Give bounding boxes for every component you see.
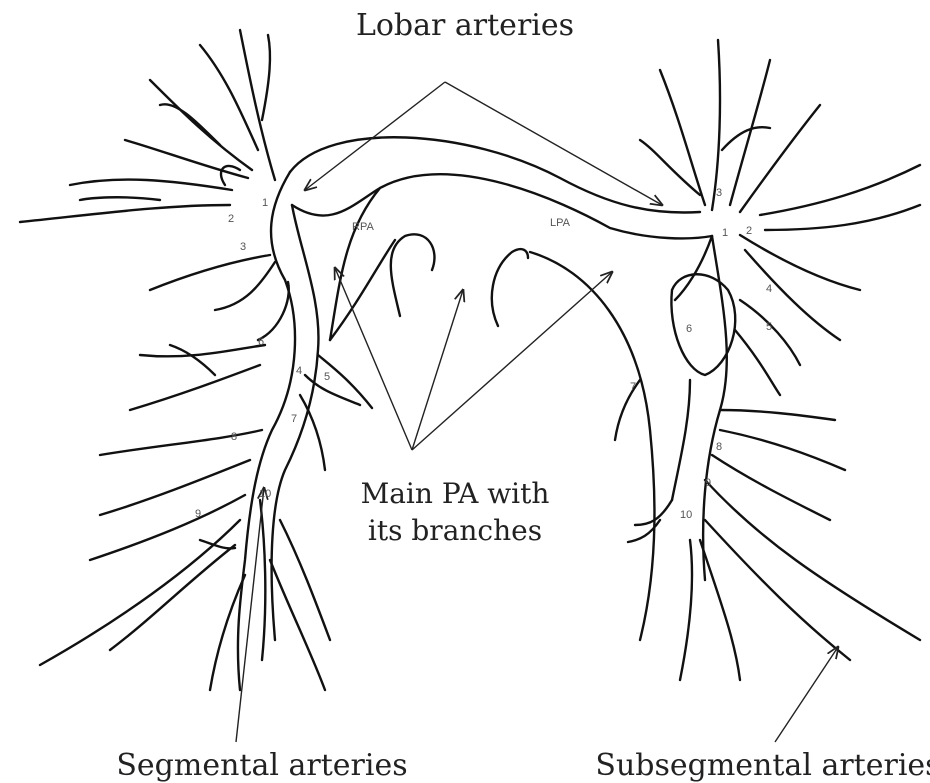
left-segment-number: 5 xyxy=(766,321,772,333)
left-segment-number: 6 xyxy=(686,323,692,335)
caption-main-pa-line2: its branches xyxy=(368,514,542,547)
right-segment-number: 1 xyxy=(262,197,268,209)
right-segment-number: 2 xyxy=(228,213,234,225)
caption-lobar-arteries: Lobar arteries xyxy=(356,8,574,43)
left-segment-number: 10 xyxy=(680,509,692,521)
label-lpa: LPA xyxy=(550,217,571,229)
right-segment-numbers: 1 2 3 4 5 6 7 8 9 10 xyxy=(195,197,330,520)
caption-subsegmental-arteries: Subsegmental arteries xyxy=(595,748,930,783)
subsegmental-arrow xyxy=(775,647,838,742)
right-segment-number: 5 xyxy=(324,371,330,383)
left-arterial-tree xyxy=(615,40,920,680)
right-segment-number: 7 xyxy=(291,413,297,425)
label-rpa: RPA xyxy=(352,221,374,233)
lobar-arrow-left xyxy=(445,82,662,205)
main-pulmonary-artery xyxy=(290,137,712,640)
left-segment-number: 1 xyxy=(722,227,728,239)
main-pa-arrow-rpa xyxy=(335,268,412,450)
right-segment-number: 10 xyxy=(259,488,271,500)
right-segment-number: 3 xyxy=(240,241,246,253)
left-segment-number: 9 xyxy=(705,477,711,489)
main-pa-arrow-trunk xyxy=(412,290,463,450)
right-segment-number: 8 xyxy=(231,431,237,443)
caption-segmental-arteries: Segmental arteries xyxy=(116,748,407,783)
right-arterial-tree xyxy=(20,30,372,690)
right-segment-number: 6 xyxy=(258,336,264,348)
caption-main-pa-line1: Main PA with xyxy=(361,477,550,510)
right-segment-number: 4 xyxy=(296,365,302,377)
main-pa-arrow-lpa xyxy=(412,272,612,450)
right-segment-number: 9 xyxy=(195,508,201,520)
left-segment-number: 7 xyxy=(630,381,636,393)
left-segment-number: 8 xyxy=(716,441,722,453)
left-segment-number: 4 xyxy=(766,283,772,295)
left-segment-number: 3 xyxy=(716,187,722,199)
left-segment-number: 2 xyxy=(746,225,752,237)
